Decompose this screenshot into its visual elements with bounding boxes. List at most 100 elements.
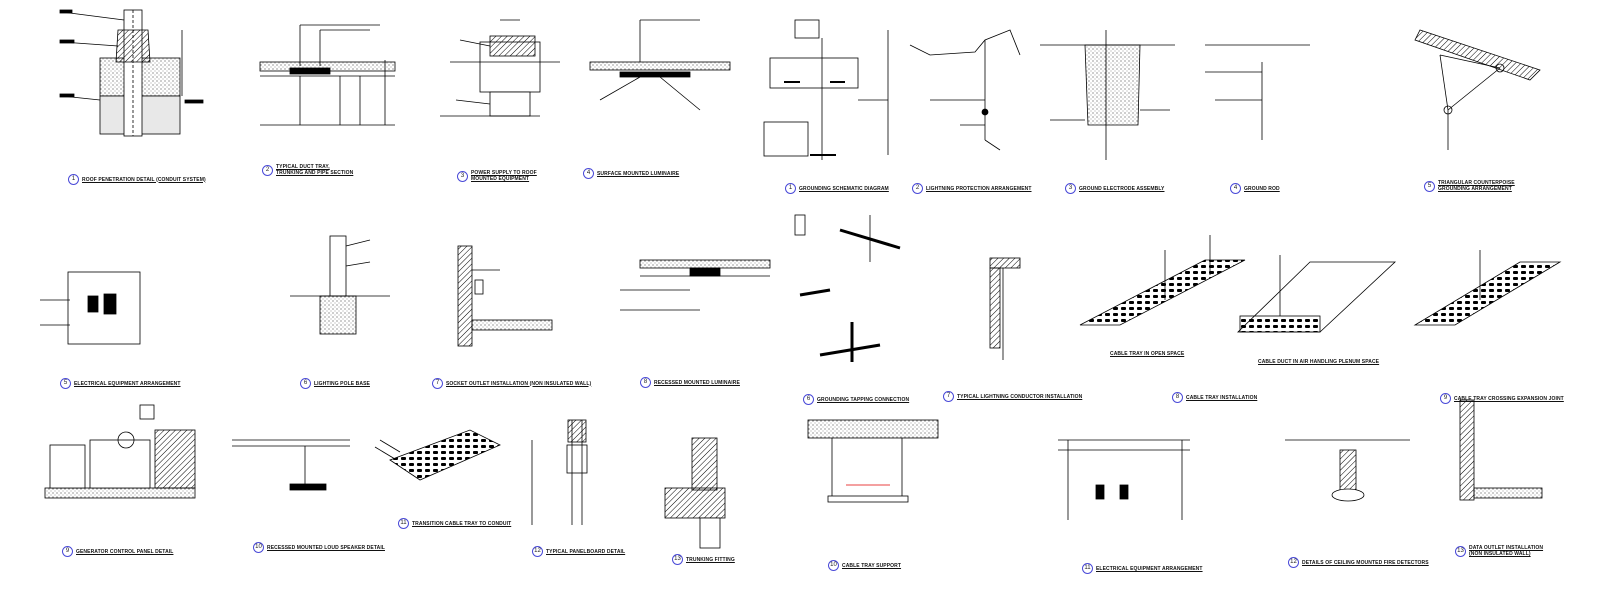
detail-title: CABLE TRAY INSTALLATION [1186, 394, 1258, 401]
detail-number: 7 [432, 378, 443, 389]
detail-number: 10 [253, 542, 264, 553]
detail-number: 13 [672, 554, 683, 565]
detail-title: CABLE TRAY CROSSING EXPANSION JOINT [1454, 395, 1564, 402]
detail-caption: 3 POWER SUPPLY TO ROOF MOUNTED EQUIPMENT [457, 170, 537, 182]
detail-title: ELECTRICAL EQUIPMENT ARRANGEMENT [1096, 565, 1203, 572]
detail-title: SOCKET OUTLET INSTALLATION (NON INSULATE… [446, 380, 592, 387]
fire-detectors-drawing [1285, 439, 1410, 502]
detail-caption: 4 SURFACE MOUNTED LUMINAIRE [583, 168, 679, 179]
detail-number: 7 [943, 391, 954, 402]
trunking-fitting-drawing [664, 437, 726, 549]
cable-tray-support-drawing [807, 419, 939, 503]
lightning-conductor-drawing [989, 257, 1021, 360]
detail-caption: 10 RECESSED MOUNTED LOUD SPEAKER DETAIL [253, 542, 385, 553]
electrical-equipment-arrangement-drawing [40, 271, 141, 345]
detail-caption: 2 TYPICAL DUCT TRAY, TRUNKING AND PIPE S… [262, 164, 353, 176]
grounding-tapping-drawing [794, 214, 901, 362]
detail-title: GENERATOR CONTROL PANEL DETAIL [76, 548, 174, 555]
ground-electrode-drawing [1040, 30, 1175, 160]
detail-number: 1 [68, 174, 79, 185]
detail-number: 10 [828, 560, 839, 571]
detail-title: LIGHTING POLE BASE [314, 380, 370, 387]
lighting-pole-base-drawing [290, 235, 390, 335]
detail-title: DATA OUTLET INSTALLATION (NON INSULATED … [1469, 545, 1544, 557]
detail-title: TRIANGULAR COUNTERPOISE GROUNDING ARRANG… [1438, 180, 1515, 192]
detail-caption: 3 GROUND ELECTRODE ASSEMBLY [1065, 183, 1164, 194]
cable-duct-plenum-drawing [1237, 255, 1397, 333]
detail-title: RECESSED MOUNTED LOUD SPEAKER DETAIL [267, 544, 385, 551]
detail-caption: 12 DETAILS OF CEILING MOUNTED FIRE DETEC… [1288, 557, 1429, 568]
detail-title: TYPICAL LIGHTNING CONDUCTOR INSTALLATION [957, 393, 1083, 400]
detail-caption: 11 ELECTRICAL EQUIPMENT ARRANGEMENT [1082, 563, 1203, 574]
detail-number: 4 [1230, 183, 1241, 194]
detail-number: 6 [803, 394, 814, 405]
detail-title: TYPICAL DUCT TRAY, TRUNKING AND PIPE SEC… [276, 164, 354, 176]
detail-number: 5 [60, 378, 71, 389]
detail-caption: 9 CABLE TRAY CROSSING EXPANSION JOINT [1440, 393, 1564, 404]
detail-title: LIGHTNING PROTECTION ARRANGEMENT [926, 185, 1032, 192]
data-outlet-drawing [1459, 399, 1543, 501]
detail-number: 9 [62, 546, 73, 557]
detail-caption: 7 TYPICAL LIGHTNING CONDUCTOR INSTALLATI… [943, 391, 1082, 402]
detail-title: SURFACE MOUNTED LUMINAIRE [597, 170, 680, 177]
detail-caption: 8 RECESSED MOUNTED LUMINAIRE [640, 377, 740, 388]
detail-title: ELECTRICAL EQUIPMENT ARRANGEMENT [74, 380, 181, 387]
equipment-arrangement-2-drawing [1058, 439, 1190, 520]
detail-caption: 13 TRUNKING FITTING [672, 554, 735, 565]
detail-title: POWER SUPPLY TO ROOF MOUNTED EQUIPMENT [471, 170, 537, 182]
detail-number: 4 [583, 168, 594, 179]
detail-title: ROOF PENETRATION DETAIL (CONDUIT SYSTEM) [82, 176, 206, 183]
detail-number: 8 [1172, 392, 1183, 403]
detail-title: CABLE TRAY SUPPORT [842, 562, 902, 569]
detail-caption: 1 GROUNDING SCHEMATIC DIAGRAM [785, 183, 889, 194]
detail-number: 13 [1455, 545, 1466, 557]
detail-number: 12 [1288, 557, 1299, 568]
detail-caption: 4 GROUND ROD [1230, 183, 1280, 194]
detail-number: 11 [398, 518, 409, 529]
detail-title: GROUNDING SCHEMATIC DIAGRAM [799, 185, 889, 192]
detail-caption: 6 GROUNDING TAPPING CONNECTION [803, 394, 909, 405]
detail-caption: 2 LIGHTNING PROTECTION ARRANGEMENT [912, 183, 1032, 194]
roof-power-supply-drawing [440, 19, 560, 117]
socket-outlet-drawing [457, 245, 553, 347]
detail-number: 5 [1424, 180, 1435, 192]
detail-caption: 11 TRANSITION CABLE TRAY TO CONDUIT [398, 518, 511, 529]
duct-tray-section-drawing [259, 24, 396, 126]
detail-caption: 10 CABLE TRAY SUPPORT [828, 560, 901, 571]
detail-caption: 9 GENERATOR CONTROL PANEL DETAIL [62, 546, 173, 557]
generator-control-panel-drawing [44, 404, 196, 499]
detail-caption: 6 LIGHTING POLE BASE [300, 378, 370, 389]
grounding-schematic-drawing [763, 19, 889, 160]
detail-caption: 1 ROOF PENETRATION DETAIL (CONDUIT SYSTE… [68, 174, 206, 185]
roof-penetration-drawing [59, 9, 204, 137]
triangular-counterpoise-drawing [1414, 29, 1541, 150]
detail-caption: 13 DATA OUTLET INSTALLATION (NON INSULAT… [1455, 545, 1543, 557]
detail-title: TRUNKING FITTING [686, 556, 735, 563]
detail-title: TYPICAL PANELBOARD DETAIL [546, 548, 626, 555]
detail-number: 9 [1440, 393, 1451, 404]
detail-number: 1 [785, 183, 796, 194]
detail-caption: 12 TYPICAL PANELBOARD DETAIL [532, 546, 625, 557]
cable-tray-expansion-drawing [1413, 250, 1562, 326]
detail-caption: 5 TRIANGULAR COUNTERPOISE GROUNDING ARRA… [1424, 180, 1515, 192]
detail-caption: 5 ELECTRICAL EQUIPMENT ARRANGEMENT [60, 378, 181, 389]
detail-number: 3 [457, 170, 468, 182]
lightning-protection-drawing [909, 29, 1021, 151]
detail-title: GROUND ELECTRODE ASSEMBLY [1079, 185, 1165, 192]
surface-luminaire-drawing [589, 19, 731, 111]
detail-title: TRANSITION CABLE TRAY TO CONDUIT [412, 520, 512, 527]
detail-caption: 7 SOCKET OUTLET INSTALLATION (NON INSULA… [432, 378, 591, 389]
ground-rod-drawing [1205, 44, 1310, 140]
detail-title: DETAILS OF CEILING MOUNTED FIRE DETECTOR… [1302, 559, 1429, 566]
detail-number: 2 [262, 164, 273, 176]
recessed-luminaire-drawing [620, 259, 771, 311]
cable-tray-open-space-drawing [1079, 235, 1246, 326]
detail-caption: 8 CABLE TRAY INSTALLATION [1172, 392, 1257, 403]
detail-number: 2 [912, 183, 923, 194]
detail-title: GROUND ROD [1244, 185, 1280, 192]
detail-number: 6 [300, 378, 311, 389]
panelboard-drawing [531, 419, 588, 525]
transition-tray-conduit-drawing [374, 429, 501, 481]
